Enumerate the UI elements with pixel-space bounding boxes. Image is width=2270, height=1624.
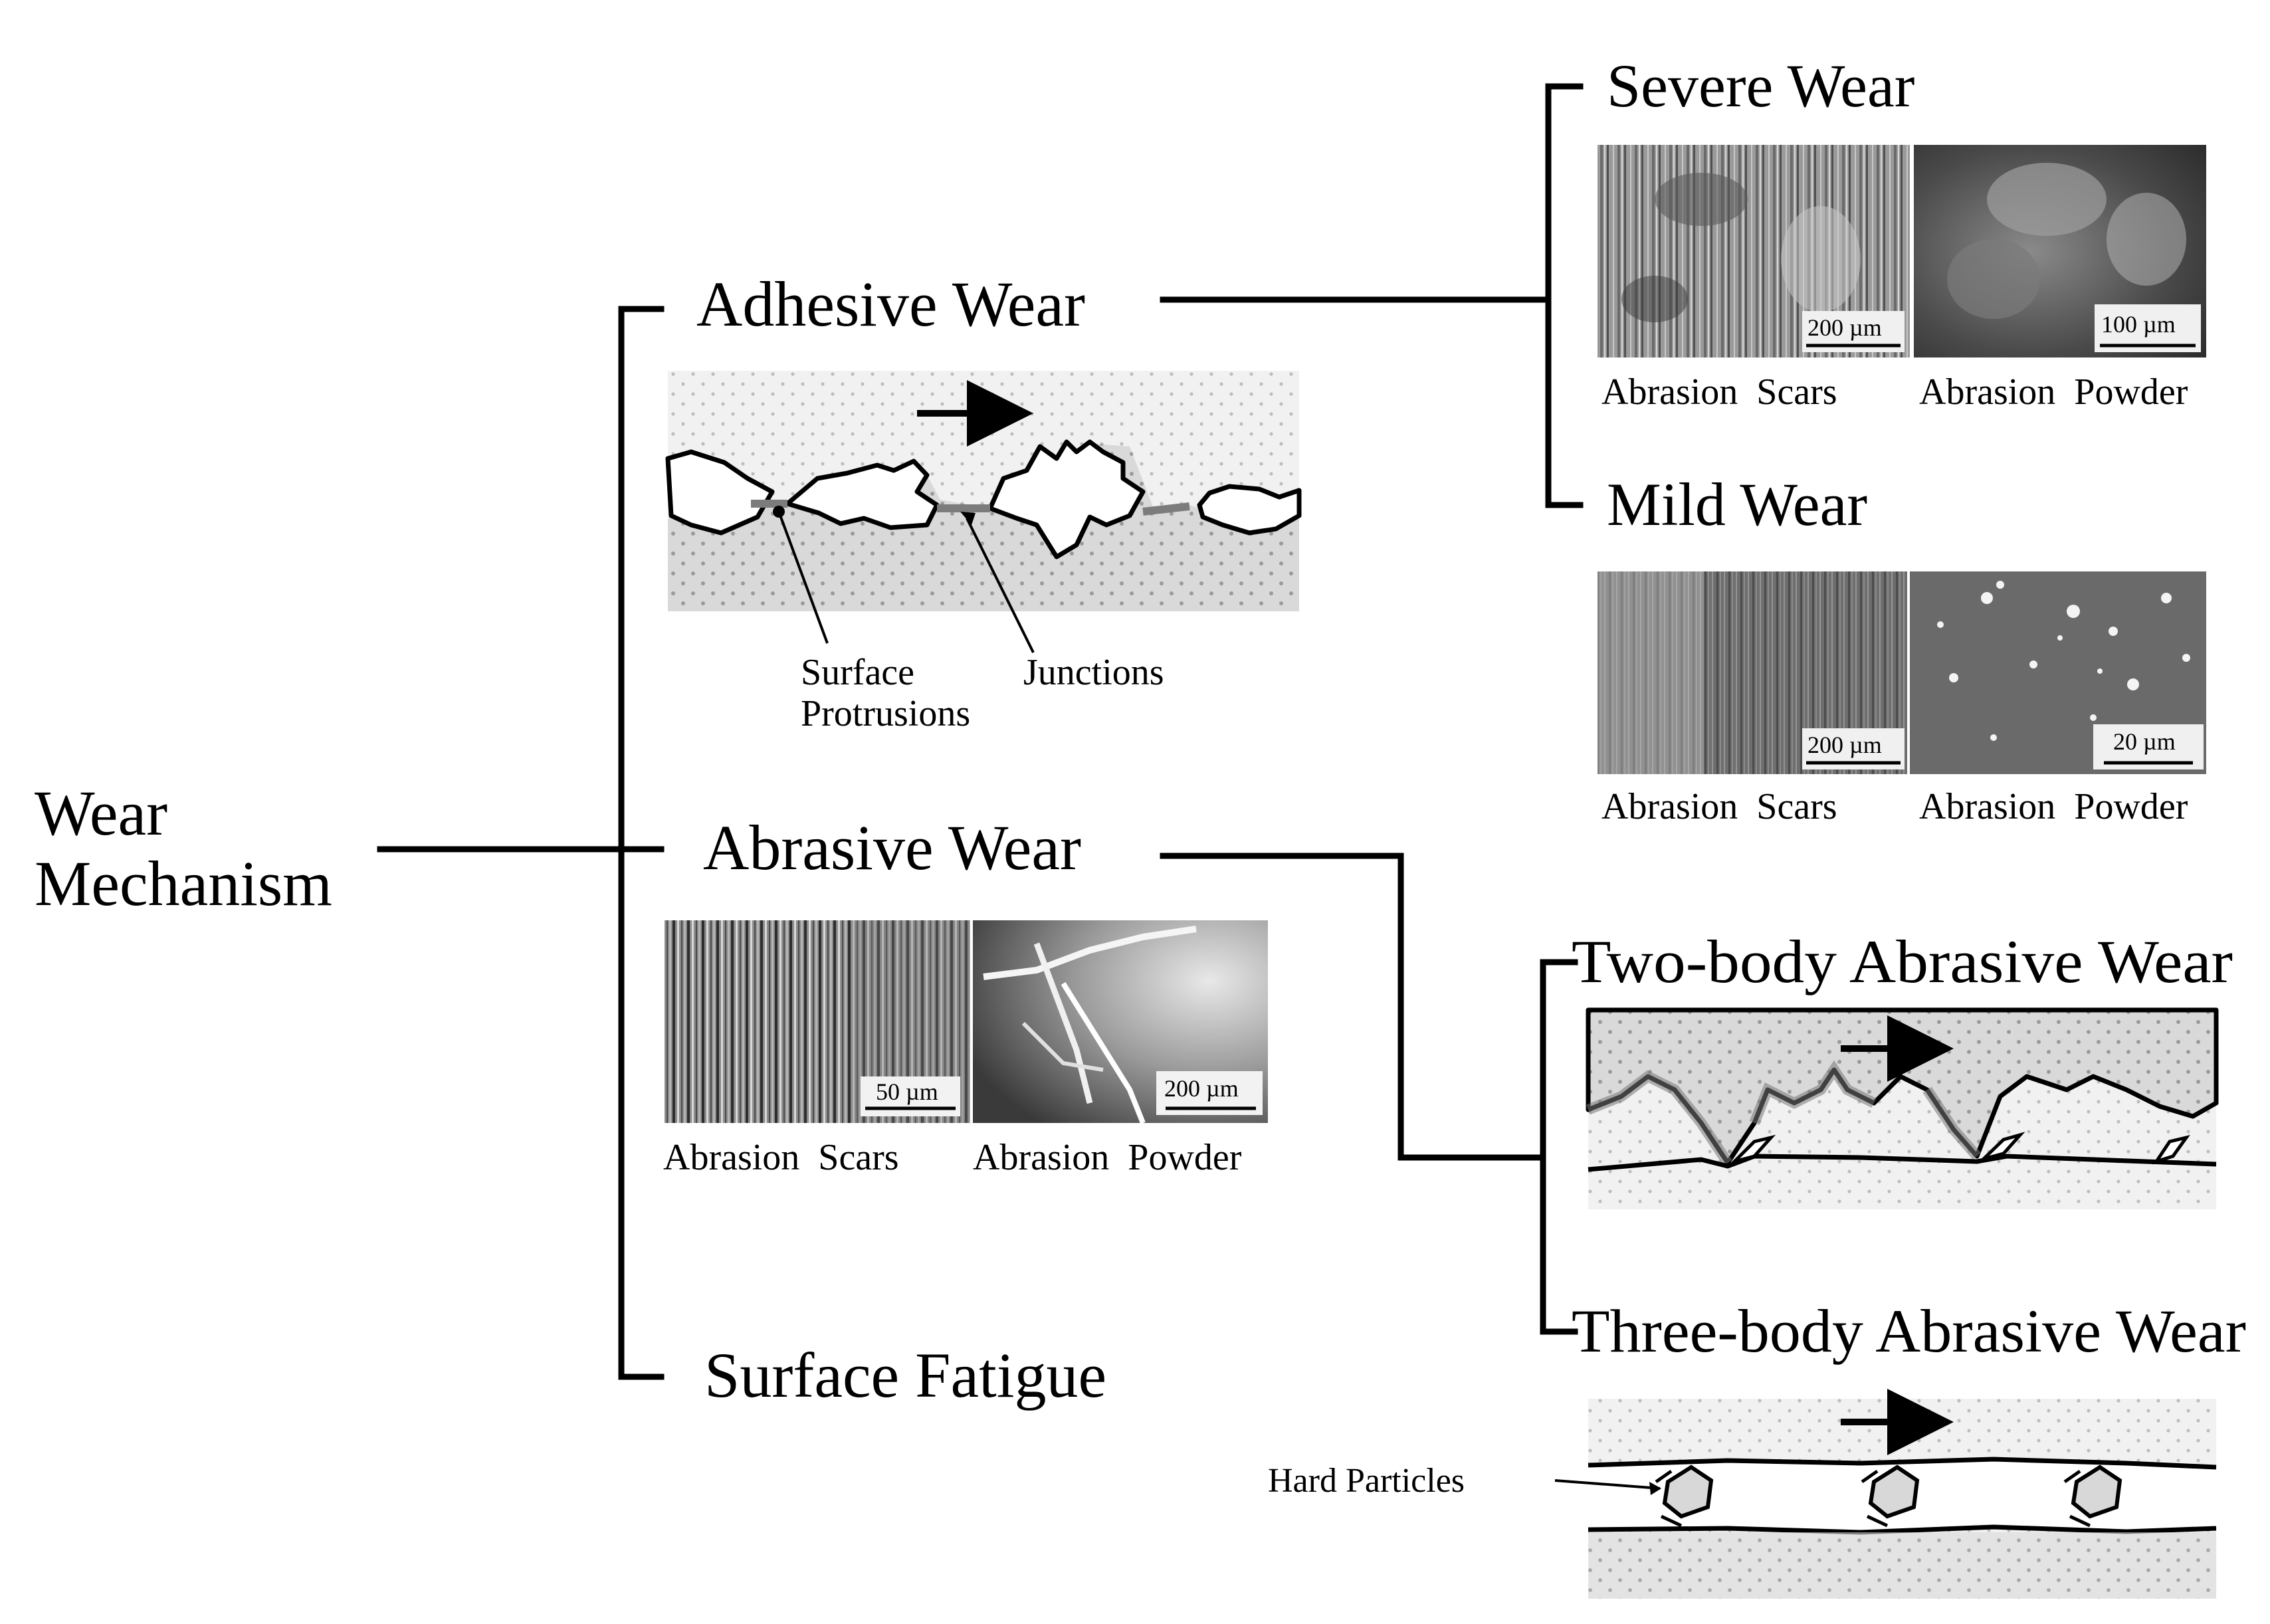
adhesive-asperity-4 [1197,484,1302,536]
two-body-lower-surface [1588,1154,2217,1172]
label-junctions: Junctions [1023,652,1164,693]
junction-leader-arrowhead [960,512,976,525]
three-body-upper-surface [1588,1457,2217,1470]
root-label-line1: Wear [35,777,167,849]
severe-scars-blotch-3 [1621,276,1688,322]
protrusion-leader-line [777,511,829,644]
abrasive-scars-scale-text: 50 µm [876,1078,938,1105]
powder-fiber-2 [1033,942,1093,1104]
mild-wear-micrographs: 200 µm 20 µm Abrasion Scars Abrasion Pow… [1598,571,2206,827]
two-body-chip-2 [1978,1132,2025,1162]
abrasive-wear-title: Abrasive Wear [703,812,1081,883]
adhesive-lower-body [668,444,1299,611]
adhesive-wear-illustration: Surface Protrusions Junctions [665,371,1302,734]
hard-particles-label: Hard Particles [1268,1462,1465,1500]
two-body-title: Two-body Abrasive Wear [1572,928,2233,995]
two-body-illustration [1586,1007,2219,1209]
severe-powder-blotch-2 [1947,239,2040,319]
abrasive-to-sub [1160,853,1546,1161]
root-label-line2: Mechanism [35,848,332,919]
severe-powder-blotch-1 [1987,163,2107,236]
surface-fatigue-title: Surface Fatigue [704,1340,1106,1411]
tree-connectors [377,83,1584,1380]
severe-scars-scale-text: 200 µm [1807,314,1882,341]
abrasive-scars-caption: Abrasion Scars [663,1137,899,1178]
hard-particles-leader-line [1554,1479,1661,1490]
two-body-edge-shade-2 [1749,1060,1877,1125]
hard-particles-leader-arrowhead [1649,1482,1661,1495]
three-body-lower-body [1588,1532,2216,1599]
mild-scars-light-band [1598,571,1704,774]
severe-scars-blotch-2 [1781,206,1861,312]
adhesive-wear-title: Adhesive Wear [696,268,1085,340]
severe-powder-caption: Abrasion Powder [1919,371,2188,413]
severe-scars-blotch-1 [1655,173,1748,226]
three-body-lower-surface [1588,1524,2217,1535]
severe-powder-blotch-3 [2107,193,2186,286]
mild-wear-title: Mild Wear [1607,470,1867,538]
powder-fiber-1 [983,926,1197,980]
label-surface: Surface [801,652,914,693]
junction-3 [1142,502,1190,516]
mild-powder-scale-text: 20 µm [2113,728,2176,755]
three-body-title: Three-body Abrasive Wear [1572,1297,2246,1365]
hard-particle-3 [2063,1465,2122,1528]
hard-particle-2 [1861,1465,1920,1528]
severe-scars-caption: Abrasion Scars [1601,371,1837,413]
junction-leader-line [966,518,1035,653]
two-body-chip-1 [1728,1134,1776,1165]
abrasive-powder-scale-text: 200 µm [1164,1075,1239,1102]
powder-fiber-3 [1061,981,1146,1124]
abrasive-powder-caption: Abrasion Powder [973,1137,1242,1178]
severe-powder-scale-text: 100 µm [2101,311,2176,338]
severe-wear-title: Severe Wear [1607,52,1914,120]
three-body-illustration: Hard Particles [1268,1389,2217,1599]
abrasive-wear-micrographs: 50 µm 200 µm Abrasion Scars Abrasion Pow… [663,920,1268,1178]
two-body-chip-3 [2152,1135,2190,1165]
mild-scars-scale-text: 200 µm [1807,732,1882,758]
adhesive-asperity-3 [987,439,1146,559]
two-body-edge-shade-1 [1586,1070,1732,1166]
two-body-edge-shade-3 [1922,1086,1982,1160]
mild-powder-particles [1937,581,2190,748]
mild-powder-caption: Abrasion Powder [1919,786,2188,827]
severe-wear-micrographs: 200 µm 100 µm Abrasion Scars Abrasion Po… [1598,145,2206,413]
label-protrusions: Protrusions [801,693,970,734]
mild-scars-caption: Abrasion Scars [1601,786,1837,827]
adhesive-asperity-2 [785,458,940,530]
hard-particle-1 [1655,1465,1714,1528]
powder-fiber-4 [1021,1021,1104,1072]
